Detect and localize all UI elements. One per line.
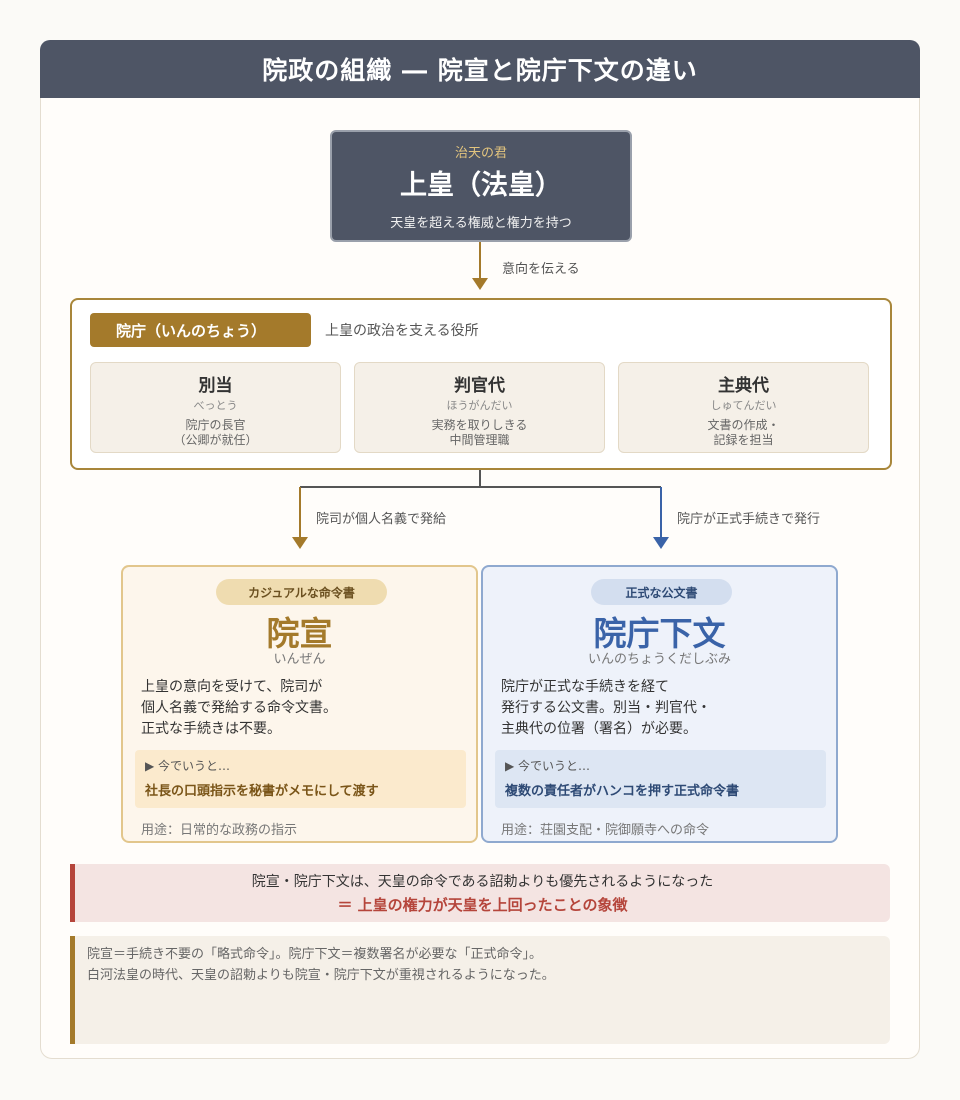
analogy-heading: ▶ 今でいうと… [505, 759, 591, 773]
analogy-heading: ▶ 今でいうと… [145, 759, 231, 773]
inzen-reading: いんぜん [273, 652, 326, 667]
emperor-desc: 天皇を超える権威と権力を持つ [390, 216, 572, 231]
kudashibumi-title: 院庁下文 [593, 614, 726, 653]
kudashibumi-card: 正式な公文書 院庁下文 いんのちょうくだしぶみ 院庁が正式な手続きを経て 発行す… [481, 565, 838, 843]
kudashibumi-use: 用途：荘園支配・院御願寺への命令 [501, 823, 710, 838]
office-name: 判官代 [454, 376, 505, 396]
branch-left-label: 院司が個人名義で発給 [316, 512, 447, 527]
inzen-title: 院宣 [266, 614, 333, 653]
analogy-body: 複数の責任者がハンコを押す正式命令書 [505, 784, 740, 799]
office-card-hogandai: 判官代 ほうがんだい 実務を取りしきる 中間管理職 [354, 362, 605, 453]
office-card-betto: 別当 べっとう 院庁の長官 （公卿が就任） [90, 362, 341, 453]
emperor-box: 治天の君 上皇（法皇） 天皇を超える権威と権力を持つ [330, 130, 632, 242]
inzen-use: 用途：日常的な政務の指示 [141, 823, 298, 838]
summary-line-1: 院宣＝手続き不要の「略式命令」。院庁下文＝複数署名が必要な「正式命令」。 [87, 947, 543, 962]
kudashibumi-tag: 正式な公文書 [591, 579, 732, 605]
arrow-down-right [653, 487, 669, 549]
inzen-tag: カジュアルな命令書 [216, 579, 387, 605]
office-duty: 実務を取りしきる 中間管理職 [431, 418, 528, 447]
office-reading: しゅてんだい [710, 399, 777, 412]
emperor-caption: 治天の君 [454, 146, 507, 161]
institution-badge: 院庁（いんのちょう） [90, 313, 311, 347]
branch-connector [300, 468, 661, 488]
emperor-title: 上皇（法皇） [400, 170, 562, 201]
office-duty: 院庁の長官 （公卿が就任） [173, 418, 258, 447]
institution-desc: 上皇の政治を支える役所 [325, 323, 479, 339]
office-name: 別当 [198, 376, 233, 396]
kudashibumi-body: 院庁が正式な手続きを経て 発行する公文書。別当・判官代・ 主典代の位署（署名）が… [501, 679, 711, 737]
arrow-down-top [472, 242, 488, 290]
office-duty: 文書の作成・ 記録を担当 [707, 418, 780, 447]
office-name: 主典代 [718, 376, 769, 396]
highlight-line-1: 院宣・院庁下文は、天皇の命令である詔勅よりも優先されるようになった [251, 874, 714, 890]
summary-line-2: 白河法皇の時代、天皇の詔勅よりも院宣・院庁下文が重視されるようになった。 [87, 968, 555, 983]
arrow-top-label: 意向を伝える [502, 262, 580, 277]
branch-right-label: 院庁が正式手続きで発行 [677, 512, 821, 527]
kudashibumi-reading: いんのちょうくだしぶみ [587, 652, 731, 667]
kudashibumi-modern-analogy: ▶ 今でいうと… 複数の責任者がハンコを押す正式命令書 [495, 750, 826, 808]
inzen-modern-analogy: ▶ 今でいうと… 社長の口頭指示を秘書がメモにして渡す [135, 750, 466, 808]
office-reading: べっとう [193, 399, 238, 412]
inzen-body: 上皇の意向を受けて、院司が 個人名義で発給する命令文書。 正式な手続きは不要。 [141, 679, 337, 737]
arrow-down-left [292, 487, 308, 549]
analogy-body: 社長の口頭指示を秘書がメモにして渡す [145, 784, 379, 799]
inzen-card: カジュアルな命令書 院宣 いんぜん 上皇の意向を受けて、院司が 個人名義で発給す… [121, 565, 478, 843]
highlight-note: 院宣・院庁下文は、天皇の命令である詔勅よりも優先されるようになった ＝ 上皇の権… [70, 864, 890, 922]
office-reading: ほうがんだい [446, 399, 513, 412]
office-card-shutendai: 主典代 しゅてんだい 文書の作成・ 記録を担当 [618, 362, 869, 453]
summary-note: 院宣＝手続き不要の「略式命令」。院庁下文＝複数署名が必要な「正式命令」。 白河法… [70, 936, 890, 1044]
highlight-line-2: ＝ 上皇の権力が天皇を上回ったことの象徴 [337, 896, 628, 914]
page-title: 院政の組織 ― 院宣と院庁下文の違い [40, 40, 920, 98]
